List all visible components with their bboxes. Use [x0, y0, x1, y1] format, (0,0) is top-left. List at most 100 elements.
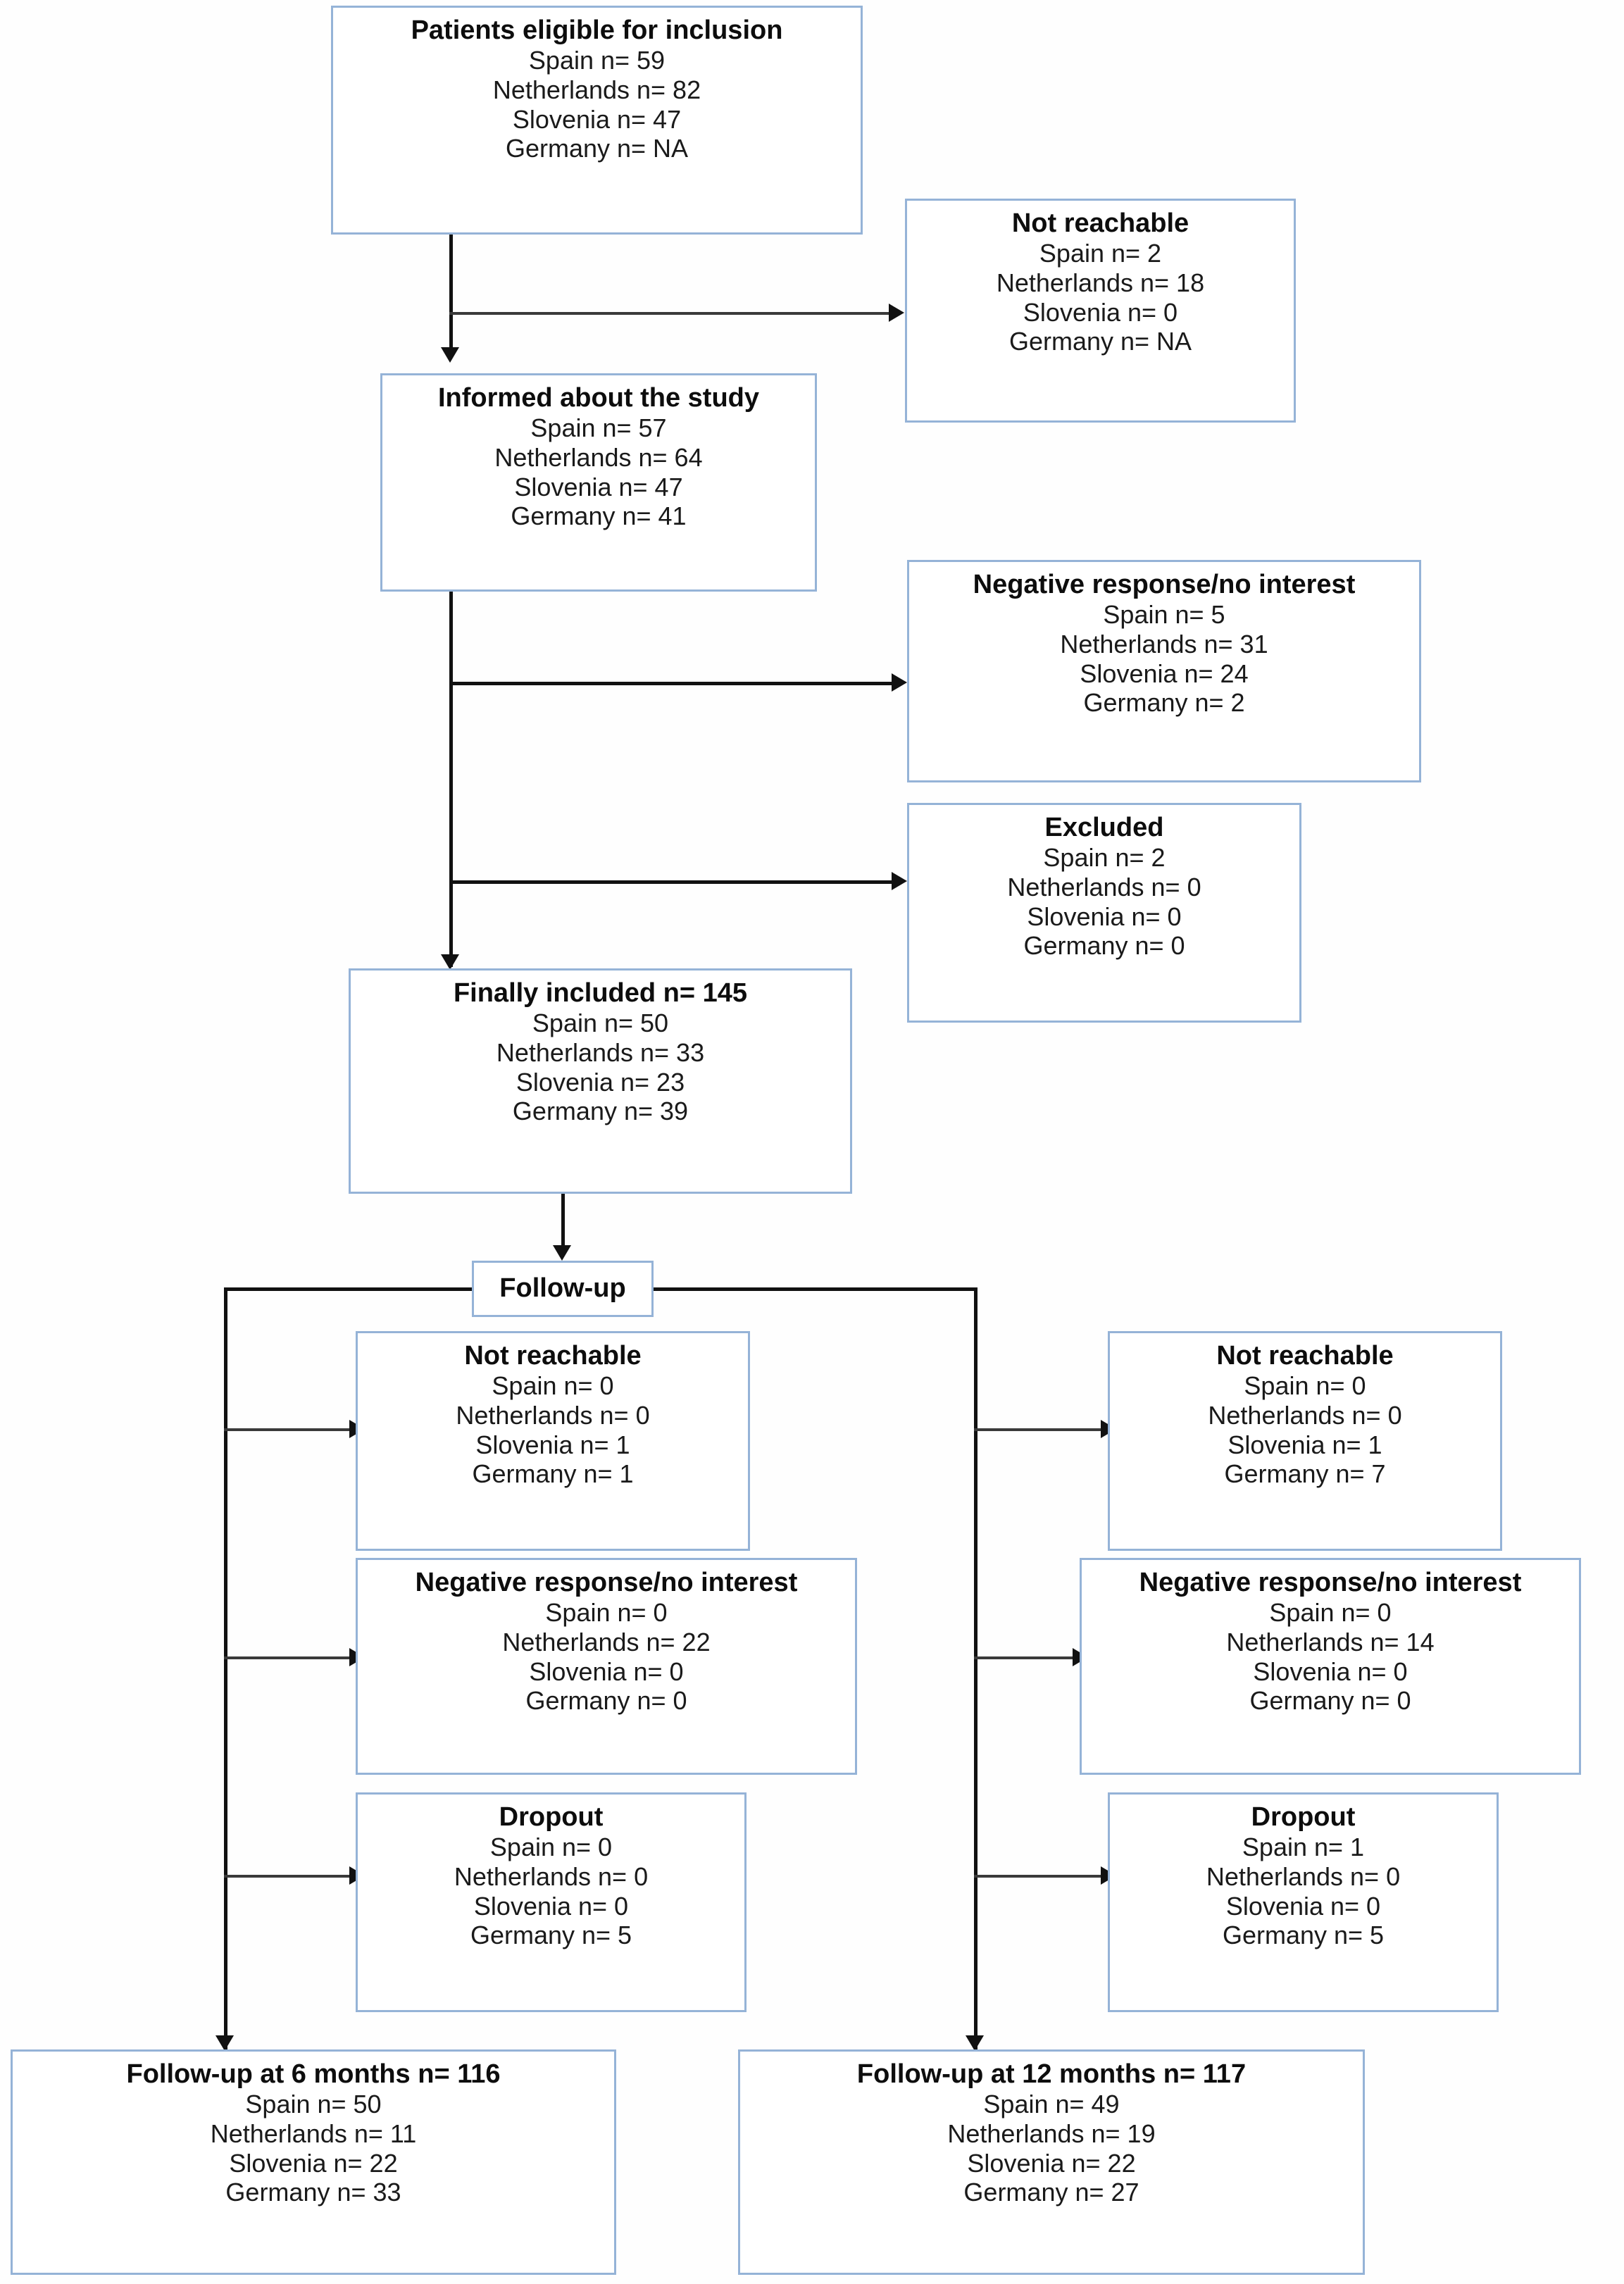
node-row-germany: Germany n= 5	[470, 1921, 632, 1950]
node-row-netherlands: Netherlands n= 0	[454, 1861, 649, 1891]
node-row-germany: Germany n= 41	[511, 501, 687, 531]
node-row-germany: Germany n= 0	[1023, 931, 1185, 961]
connector-informed-to-excluded	[449, 880, 900, 884]
node-row-spain: Spain n= 50	[532, 1009, 669, 1038]
node-row-slovenia: Slovenia n= 0	[1253, 1656, 1408, 1686]
node-row-netherlands: Netherlands n= 31	[1060, 629, 1268, 659]
node-title: Informed about the study	[438, 383, 759, 413]
connector-fu6-negative	[224, 1656, 356, 1659]
node-followup[interactable]: Follow-up	[472, 1261, 654, 1317]
node-fu12-not-reachable[interactable]: Not reachable Spain n= 0 Netherlands n= …	[1108, 1331, 1502, 1551]
arrowhead-to-excluded	[892, 872, 907, 890]
node-fu12-negative-response[interactable]: Negative response/no interest Spain n= 0…	[1080, 1558, 1581, 1775]
node-row-slovenia: Slovenia n= 23	[516, 1067, 685, 1097]
node-title: Follow-up	[499, 1273, 626, 1303]
node-row-spain: Spain n= 57	[530, 413, 667, 443]
node-row-netherlands: Netherlands n= 33	[496, 1037, 705, 1067]
node-row-netherlands: Netherlands n= 64	[494, 442, 703, 472]
node-title: Finally included n= 145	[453, 978, 748, 1008]
node-row-germany: Germany n= 1	[472, 1459, 634, 1489]
node-row-slovenia: Slovenia n= 0	[473, 1891, 629, 1921]
connector-included-to-followup	[561, 1192, 565, 1255]
node-title: Not reachable	[464, 1341, 642, 1371]
connector-eligible-to-not-reachable	[449, 312, 896, 315]
connector-fu6-not-reachable	[224, 1428, 356, 1431]
node-row-slovenia: Slovenia n= 0	[1027, 901, 1182, 931]
node-title: Follow-up at 12 months n= 117	[856, 2059, 1247, 2089]
node-row-netherlands: Netherlands n= 14	[1226, 1627, 1435, 1656]
node-title: Negative response/no interest	[415, 1568, 798, 1597]
node-title: Follow-up at 6 months n= 116	[126, 2059, 501, 2089]
node-row-spain: Spain n= 59	[528, 46, 666, 75]
node-title: Excluded	[1044, 813, 1164, 842]
node-finally-included[interactable]: Finally included n= 145 Spain n= 50 Neth…	[349, 968, 852, 1194]
node-row-netherlands: Netherlands n= 22	[502, 1627, 711, 1656]
node-row-slovenia: Slovenia n= 1	[475, 1430, 630, 1459]
node-row-spain: Spain n= 5	[1103, 600, 1225, 630]
node-row-slovenia: Slovenia n= 47	[512, 104, 682, 134]
arrowhead-to-followup	[553, 1245, 571, 1261]
node-title: Dropout	[1251, 1802, 1356, 1832]
node-row-netherlands: Netherlands n= 0	[1007, 872, 1201, 901]
node-excluded[interactable]: Excluded Spain n= 2 Netherlands n= 0 Slo…	[907, 803, 1301, 1023]
arrowhead-to-not-reachable-1	[889, 304, 904, 322]
node-row-slovenia: Slovenia n= 0	[1023, 297, 1178, 327]
node-title: Not reachable	[1216, 1341, 1394, 1371]
node-row-netherlands: Netherlands n= 0	[1208, 1400, 1402, 1430]
node-negative-response-initial[interactable]: Negative response/no interest Spain n= 5…	[907, 560, 1421, 782]
node-row-germany: Germany n= 33	[225, 2178, 401, 2207]
node-title: Not reachable	[1011, 208, 1189, 238]
node-row-netherlands: Netherlands n= 18	[996, 268, 1205, 297]
node-row-spain: Spain n= 0	[1244, 1371, 1366, 1401]
node-row-slovenia: Slovenia n= 0	[1225, 1891, 1381, 1921]
node-title: Negative response/no interest	[1139, 1568, 1522, 1597]
node-row-germany: Germany n= 0	[525, 1686, 687, 1716]
node-row-slovenia: Slovenia n= 47	[514, 472, 683, 501]
node-row-germany: Germany n= 27	[963, 2178, 1139, 2207]
arrowhead-to-informed	[441, 347, 459, 363]
node-followup-12-months-result[interactable]: Follow-up at 12 months n= 117 Spain n= 4…	[738, 2049, 1365, 2275]
connector-eligible-to-informed	[449, 232, 453, 356]
node-fu6-dropout[interactable]: Dropout Spain n= 0 Netherlands n= 0 Slov…	[356, 1792, 747, 2012]
node-row-spain: Spain n= 50	[245, 2090, 382, 2119]
node-fu6-not-reachable[interactable]: Not reachable Spain n= 0 Netherlands n= …	[356, 1331, 750, 1551]
node-title: Negative response/no interest	[973, 570, 1356, 599]
node-fu6-negative-response[interactable]: Negative response/no interest Spain n= 0…	[356, 1558, 857, 1775]
node-row-spain: Spain n= 2	[1043, 843, 1166, 873]
node-row-spain: Spain n= 0	[492, 1371, 614, 1401]
node-row-netherlands: Netherlands n= 19	[947, 2118, 1156, 2148]
node-row-germany: Germany n= 39	[512, 1097, 689, 1126]
node-row-netherlands: Netherlands n= 0	[456, 1400, 650, 1430]
node-row-spain: Spain n= 2	[1039, 239, 1162, 268]
arrowhead-to-fu6-result	[216, 2035, 234, 2051]
arrowhead-to-negative-1	[892, 673, 907, 692]
node-row-spain: Spain n= 1	[1242, 1833, 1365, 1862]
node-row-slovenia: Slovenia n= 22	[229, 2148, 398, 2178]
node-row-slovenia: Slovenia n= 22	[967, 2148, 1136, 2178]
node-row-germany: Germany n= NA	[505, 134, 689, 163]
node-row-slovenia: Slovenia n= 0	[529, 1656, 684, 1686]
node-row-germany: Germany n= 0	[1249, 1686, 1411, 1716]
arrowhead-to-fu12-result	[966, 2035, 984, 2051]
node-patients-eligible[interactable]: Patients eligible for inclusion Spain n=…	[331, 6, 863, 235]
node-followup-6-months-result[interactable]: Follow-up at 6 months n= 116 Spain n= 50…	[11, 2049, 616, 2275]
node-informed-about-study[interactable]: Informed about the study Spain n= 57 Net…	[380, 373, 817, 592]
node-row-germany: Germany n= 7	[1224, 1459, 1386, 1489]
node-row-netherlands: Netherlands n= 11	[210, 2118, 417, 2148]
node-row-spain: Spain n= 0	[545, 1598, 668, 1628]
node-row-spain: Spain n= 0	[489, 1833, 613, 1862]
node-title: Patients eligible for inclusion	[411, 15, 783, 45]
node-row-slovenia: Slovenia n= 1	[1228, 1430, 1382, 1459]
node-row-germany: Germany n= 2	[1083, 688, 1245, 718]
connector-followup-left-trunk	[224, 1287, 227, 2049]
connector-fu12-not-reachable	[974, 1428, 1108, 1431]
connector-followup-right-trunk	[974, 1287, 977, 2049]
connector-fu6-dropout	[224, 1875, 356, 1878]
node-row-germany: Germany n= 5	[1222, 1921, 1385, 1950]
node-row-netherlands: Netherlands n= 0	[1206, 1861, 1401, 1891]
connector-informed-to-included	[449, 587, 453, 967]
connector-fu12-negative	[974, 1656, 1080, 1659]
node-fu12-dropout[interactable]: Dropout Spain n= 1 Netherlands n= 0 Slov…	[1108, 1792, 1499, 2012]
node-not-reachable-initial[interactable]: Not reachable Spain n= 2 Netherlands n= …	[905, 199, 1296, 423]
